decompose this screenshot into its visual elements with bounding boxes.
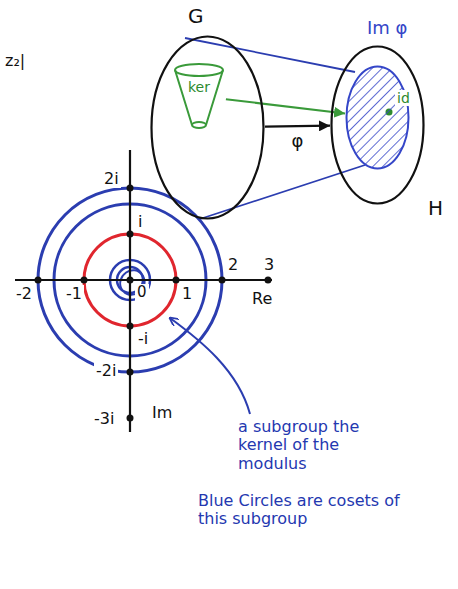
tick-dot	[127, 323, 134, 330]
kernel-region-outline	[172, 61, 226, 131]
real-axis	[15, 279, 272, 281]
tick-dot	[127, 231, 134, 238]
group-oval-outline	[150, 35, 265, 220]
group-oval: Gker	[150, 35, 265, 220]
axis-tick-label: 0	[135, 284, 149, 301]
tick-dot	[219, 277, 226, 284]
tick-dot	[173, 277, 180, 284]
axis-tick-label: i	[136, 213, 144, 231]
hatched-region	[347, 67, 409, 169]
imaginary-axis	[129, 150, 131, 432]
tick-dot	[127, 369, 134, 376]
axis-tick-label: 1	[180, 285, 194, 303]
annotation-note: a subgroup the kernel of the modulus	[236, 418, 365, 473]
edge-label: φ	[290, 131, 306, 152]
tick-dot	[127, 415, 134, 422]
axis-tick-label: 2	[226, 256, 240, 274]
tick-dot	[35, 277, 42, 284]
tick-dot	[265, 277, 272, 284]
image-region-outline	[345, 65, 410, 170]
axis-name: Im	[150, 404, 174, 422]
cone-top	[175, 64, 223, 76]
kernel-arrow	[226, 99, 345, 113]
cropped-note: z₂|	[3, 52, 27, 70]
axis-tick-label: -3i	[92, 410, 116, 428]
axis-tick-label: -i	[136, 330, 150, 348]
node-label: Im φ	[367, 18, 407, 38]
axis-tick-label: -1	[64, 285, 84, 303]
cone-bottom	[192, 122, 206, 128]
image-line	[185, 38, 355, 72]
tick-dots	[35, 185, 272, 422]
kernel-region: ker	[172, 61, 226, 131]
cone-side	[175, 70, 223, 125]
axis-name: Re	[250, 290, 274, 308]
node-label: G	[188, 5, 204, 27]
axis-tick-label: -2i	[94, 362, 118, 380]
image-region: Im φ	[345, 65, 410, 170]
homomorphism-arrow	[265, 125, 330, 128]
oval-outline	[152, 37, 264, 219]
tick-dot	[127, 185, 134, 192]
identity-label: id	[395, 90, 412, 106]
annotation-note: Blue Circles are cosets of this subgroup	[196, 492, 410, 529]
tick-dot	[81, 277, 88, 284]
oval-outline	[332, 47, 424, 204]
annotation-arrow	[170, 318, 250, 414]
axis-tick-label: -2	[14, 285, 34, 303]
axis-tick-label: 3	[262, 256, 276, 274]
tick-dot	[127, 277, 134, 284]
node-label: H	[428, 197, 443, 219]
axis-tick-label: 2i	[102, 170, 121, 188]
node-label: ker	[188, 80, 210, 95]
group-oval: HIm φ	[330, 45, 425, 205]
